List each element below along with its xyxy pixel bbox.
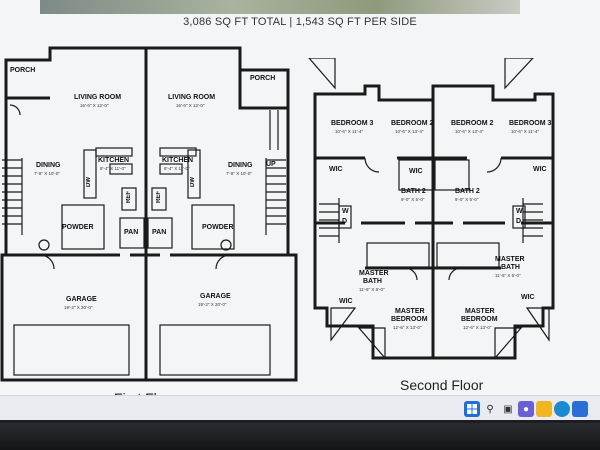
master-bedroom-left-dim: 12'-6" X 13'-0" [393,325,422,330]
edge-browser-icon[interactable] [554,401,570,417]
bedroom-3-right-dim: 10'-6" X 11'-4" [511,129,540,134]
kitchen-right-label: KITCHEN [162,157,194,164]
master-bath-right-dim: 11'-6" X 6'-0" [495,273,521,278]
living-room-right-label: LIVING ROOM [168,94,216,101]
second-floor-walls [308,58,555,360]
file-explorer-icon[interactable] [536,401,552,417]
bedroom-3-right-label: BEDROOM 3 [509,120,552,127]
dishwasher-right-label: DW [190,177,196,187]
washer-left-label: W [342,208,349,215]
refrigerator-right-label: REF [156,191,162,203]
porch-left-label: PORCH [10,67,36,74]
task-view-icon[interactable]: ▣ [503,403,513,415]
bedroom-3-left-label: BEDROOM 3 [331,120,374,127]
square-footage-caption: 3,086 SQ FT TOTAL | 1,543 SQ FT PER SIDE [183,16,417,28]
dryer-right-label: D [516,218,522,225]
dryer-left-label: D [342,218,348,225]
garage-right-dim: 19'-2" X 20'-0" [198,302,227,307]
master-bedroom-right-label-1: MASTER [465,308,495,315]
powder-right-label: POWDER [202,224,234,231]
dining-left-dim: 7'-8" X 10'-0" [34,171,60,176]
bedroom-2-right-label: BEDROOM 2 [451,120,494,127]
first-floor-plan: PORCH PORCH LIVING ROOM 16'-6" X 12'-0" … [0,40,300,385]
wic-label-2: WIC [409,168,423,175]
master-bath-left-dim: 11'-6" X 6'-0" [359,287,385,292]
master-bath-right-label-1: MASTER [495,256,525,263]
living-room-left-dim: 16'-6" X 12'-0" [80,103,109,108]
pantry-right-label: PAN [152,229,167,236]
store-icon[interactable] [572,401,588,417]
master-bedroom-right-dim: 12'-6" X 13'-0" [463,325,492,330]
stairs-up-label: UP [266,161,276,168]
living-room-left-label: LIVING ROOM [74,94,122,101]
garage-left-label: GARAGE [66,296,97,303]
dining-left-label: DINING [36,162,61,169]
first-floor-walls [0,46,298,382]
master-bedroom-right-label-2: BEDROOM [461,316,498,323]
master-bath-left-label-2: BATH [363,278,382,285]
windows-taskbar: ⚲ ▣ ● [0,395,600,420]
garage-right-label: GARAGE [200,293,231,300]
powder-left-label: POWDER [62,224,94,231]
bath-2-left-label: BATH 2 [401,188,426,195]
porch-right-label: PORCH [250,75,276,82]
garage-left-dim: 19'-2" X 20'-0" [64,305,93,310]
kitchen-left-label: KITCHEN [98,157,130,164]
monitor-bezel [0,423,600,450]
windows-start-icon[interactable] [464,401,480,417]
master-bedroom-left-label-2: BEDROOM [391,316,428,323]
bath-2-right-label: BATH 2 [455,188,480,195]
master-bedroom-left-label-1: MASTER [395,308,425,315]
bedroom-2-left-label: BEDROOM 2 [391,120,434,127]
wic-label-5: WIC [521,294,535,301]
wic-label-1: WIC [329,166,343,173]
master-bath-right-label-2: BATH [501,264,520,271]
house-photo-strip [40,0,520,14]
wic-label-3: WIC [533,166,547,173]
kitchen-left-dim: 8'-4" X 11'-0" [100,166,126,171]
search-icon[interactable]: ⚲ [486,403,494,415]
refrigerator-left-label: REF [126,191,132,203]
dining-right-dim: 7'-8" X 10'-0" [226,171,252,176]
bedroom-2-right-dim: 10'-6" X 13'-4" [455,129,484,134]
master-bath-left-label-1: MASTER [359,270,389,277]
wic-label-4: WIC [339,298,353,305]
bath-2-right-dim: 9'-0" X 5'-0" [455,197,479,202]
pantry-left-label: PAN [124,229,139,236]
chat-icon[interactable]: ● [518,401,534,417]
washer-right-label: W [516,208,523,215]
bedroom-2-left-dim: 10'-6" X 13'-4" [395,129,424,134]
living-room-right-dim: 16'-6" X 12'-0" [176,103,205,108]
monitor-screen: 3,086 SQ FT TOTAL | 1,543 SQ FT PER SIDE [0,0,600,420]
second-floor-title: Second Floor [400,377,484,393]
second-floor-plan: BEDROOM 3 10'-6" X 11'-4" BEDROOM 2 10'-… [305,58,560,368]
dishwasher-left-label: DW [86,177,92,187]
bath-2-left-dim: 9'-0" X 5'-0" [401,197,425,202]
dining-right-label: DINING [228,162,253,169]
kitchen-right-dim: 8'-4" X 11'-0" [164,166,190,171]
bedroom-3-left-dim: 10'-6" X 11'-4" [335,129,364,134]
